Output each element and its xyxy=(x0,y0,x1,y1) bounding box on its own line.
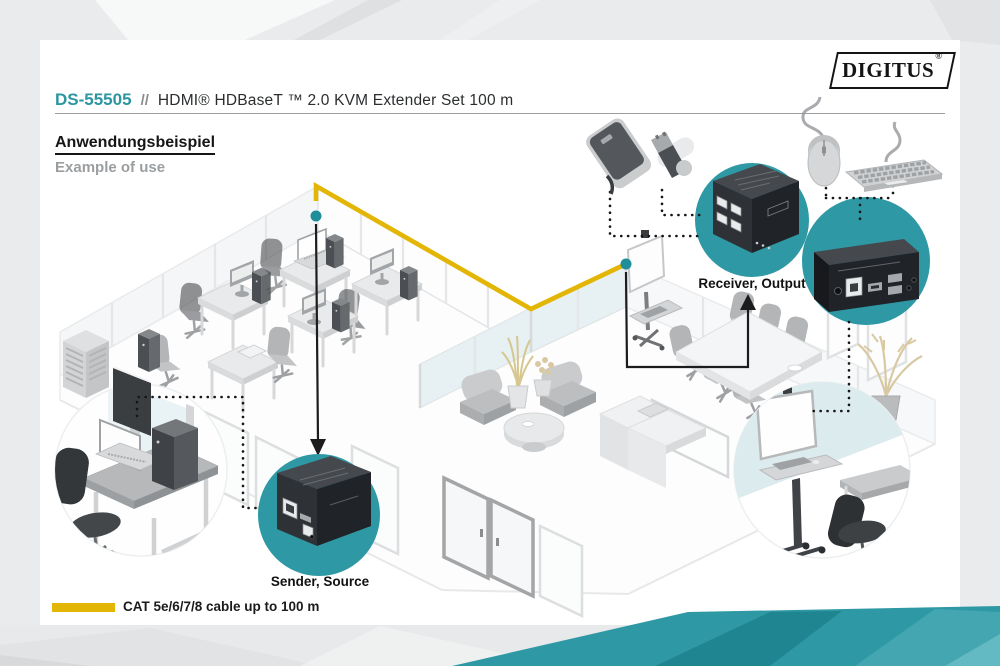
office-chair xyxy=(55,447,121,556)
mouse-keyboard-dotted-link xyxy=(824,184,895,224)
kitchen-counter xyxy=(598,395,708,488)
receiver-connection-arrow xyxy=(624,271,756,369)
mouse-icon xyxy=(801,96,841,187)
external-hdd-icon xyxy=(586,118,652,195)
cable-legend-swatch xyxy=(52,603,115,612)
sender-connection-arrow xyxy=(310,223,326,456)
section-heading-de: Anwendungsbeispiel xyxy=(55,134,216,155)
potted-plant xyxy=(533,357,554,397)
workstation xyxy=(138,329,280,414)
header-separator: // xyxy=(140,92,149,109)
usb-flash-drive-icon xyxy=(651,131,695,178)
usb-hdd-dotted-link xyxy=(608,190,705,238)
brand-name: DIGITUS xyxy=(842,58,935,82)
wall-display xyxy=(113,368,151,436)
sender-label: Sender, Source xyxy=(270,574,370,589)
receiver-rear-device xyxy=(814,239,919,312)
display-cart-detail-circle xyxy=(733,381,911,559)
pc-tower xyxy=(152,419,198,490)
office-chair xyxy=(827,494,886,558)
cable-junction-dot xyxy=(310,210,322,222)
monitor-cart xyxy=(755,383,844,558)
receiver-rear-highlight-circle xyxy=(802,197,930,325)
header-rule xyxy=(55,113,945,114)
cable-legend-text: CAT 5e/6/7/8 cable up to 100 m xyxy=(123,599,320,614)
coffee-table xyxy=(503,412,565,452)
double-door xyxy=(442,475,535,599)
top-decoration xyxy=(95,0,1000,45)
page-title: HDMI® HDBaseT ™ 2.0 KVM Extender Set 100… xyxy=(157,92,514,109)
workplace-detail-circle xyxy=(54,366,228,557)
presentation-cart xyxy=(626,230,684,351)
digitus-logo: DIGITUS® xyxy=(829,51,956,89)
receiver-display-dotted-link xyxy=(811,320,851,413)
sender-highlight-circle xyxy=(258,454,380,576)
receiver-front-highlight-circle xyxy=(695,163,809,277)
potted-plant xyxy=(501,335,534,409)
cable-junction-dot xyxy=(620,258,632,270)
laptop xyxy=(95,418,165,472)
keyboard-icon xyxy=(844,121,944,192)
server-rack xyxy=(63,330,109,398)
product-code: DS-55505 xyxy=(55,90,132,109)
receiver-front-device xyxy=(713,164,799,253)
sender-device xyxy=(277,456,371,546)
laptop-sender-dotted-link xyxy=(135,395,263,510)
receiver-label: Receiver, Output xyxy=(698,276,806,291)
section-heading-en: Example of use xyxy=(55,159,166,176)
page-header: DS-55505 // HDMI® HDBaseT ™ 2.0 KVM Extend… xyxy=(55,90,513,110)
window-panel xyxy=(538,524,584,618)
registered-trademark-icon: ® xyxy=(935,51,943,61)
cat-cable-yellow xyxy=(313,182,627,312)
bottom-decoration xyxy=(0,606,1000,666)
